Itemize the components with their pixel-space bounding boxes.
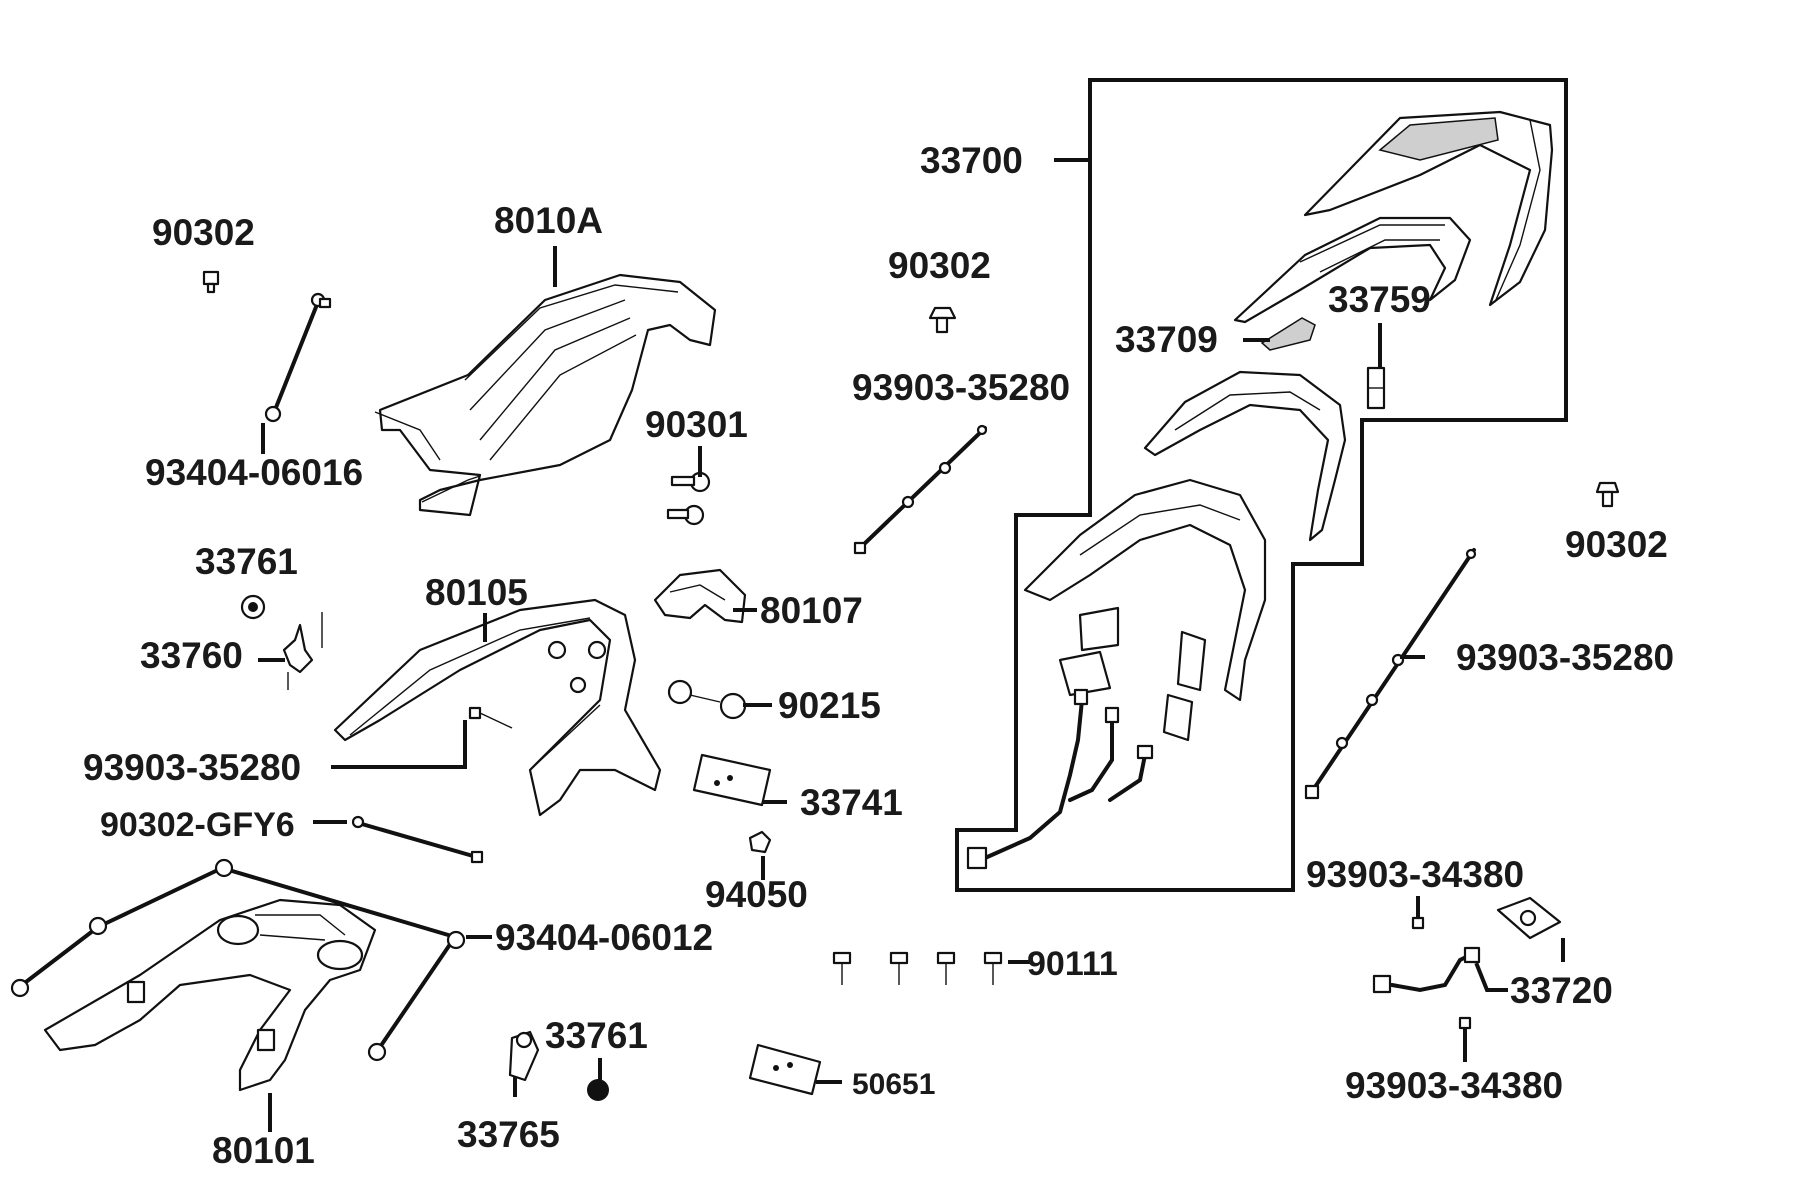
label-93404-06016: 93404-06016 xyxy=(145,452,363,493)
label-50651: 50651 xyxy=(852,1068,935,1101)
bracket-33760 xyxy=(282,612,323,690)
label-90111: 90111 xyxy=(1027,945,1118,983)
label-33720: 33720 xyxy=(1510,970,1613,1011)
rod-90302-GFY6 xyxy=(351,815,484,864)
part-33700-lens-panel xyxy=(1233,216,1472,324)
clip-33761-top xyxy=(240,594,266,620)
part-33700-wiring-harness xyxy=(966,688,1154,870)
part-33720-sensor xyxy=(1496,896,1562,940)
part-33709-reflector xyxy=(1260,317,1316,351)
label-80105: 80105 xyxy=(425,572,528,613)
label-94050: 94050 xyxy=(705,874,808,915)
nuts-90301 xyxy=(666,471,711,526)
label-90301: 90301 xyxy=(645,404,748,445)
label-93404-06012: 93404-06012 xyxy=(495,917,713,958)
bolt-90302-left xyxy=(202,270,220,294)
part-33700-lamp-units xyxy=(1058,606,1207,742)
label-33760: 33760 xyxy=(140,635,243,676)
part-33700-tail-light-cover xyxy=(1303,110,1554,307)
part-80101-under-cover xyxy=(43,898,377,1092)
plate-33741 xyxy=(692,753,772,807)
label-33709: 33709 xyxy=(1115,319,1218,360)
label-90302-center: 90302 xyxy=(888,245,991,286)
label-33761-top: 33761 xyxy=(195,541,298,582)
screw-93903-34380-top xyxy=(1411,916,1425,930)
label-93903-34380-top: 93903-34380 xyxy=(1306,854,1524,895)
rod-93404-06016 xyxy=(264,292,332,423)
bolt-90215 xyxy=(667,679,747,720)
assembly-33700-outline xyxy=(955,78,1568,892)
screw-93903-35280-left xyxy=(468,706,513,729)
part-8010A-rear-fender xyxy=(374,273,717,517)
part-33720-harness xyxy=(1372,946,1481,994)
nut-94050 xyxy=(748,830,772,854)
label-8010A: 8010A xyxy=(494,200,603,241)
rods-93404-06012 xyxy=(10,858,466,1062)
label-93903-35280-center: 93903-35280 xyxy=(852,367,1070,408)
clip-33761-bottom xyxy=(587,1079,609,1101)
bolt-90302-right xyxy=(1595,481,1620,508)
leader-lines xyxy=(258,158,1565,1132)
label-90302-right: 90302 xyxy=(1565,524,1668,565)
bolts-90111 xyxy=(832,951,1003,985)
part-33759 xyxy=(1366,366,1386,410)
label-80107: 80107 xyxy=(760,590,863,631)
plate-50651 xyxy=(748,1043,822,1096)
label-93903-35280-right: 93903-35280 xyxy=(1456,637,1674,678)
label-93903-35280-left: 93903-35280 xyxy=(83,747,301,788)
label-33765: 33765 xyxy=(457,1114,560,1155)
label-80101: 80101 xyxy=(212,1130,315,1171)
part-33700-upper-bracket xyxy=(1143,370,1347,542)
label-90302-left: 90302 xyxy=(152,212,255,253)
part-33700-lower-bracket xyxy=(1023,478,1267,702)
rod-93903-35280-right xyxy=(1304,548,1477,800)
part-80105-grab-rail xyxy=(333,598,662,817)
label-33741: 33741 xyxy=(800,782,903,823)
label-90302-GFY6: 90302-GFY6 xyxy=(100,806,295,844)
screw-93903-34380-bottom xyxy=(1458,1016,1472,1030)
bolt-90302-center xyxy=(928,306,957,334)
label-90215: 90215 xyxy=(778,685,881,726)
part-33765 xyxy=(508,1030,540,1082)
label-33761-bottom: 33761 xyxy=(545,1015,648,1056)
rod-93903-35280-center xyxy=(853,424,988,555)
part-80107-cover xyxy=(653,568,747,624)
label-33700: 33700 xyxy=(920,140,1023,181)
label-93903-34380-bottom: 93903-34380 xyxy=(1345,1065,1563,1106)
label-33759: 33759 xyxy=(1328,279,1431,320)
